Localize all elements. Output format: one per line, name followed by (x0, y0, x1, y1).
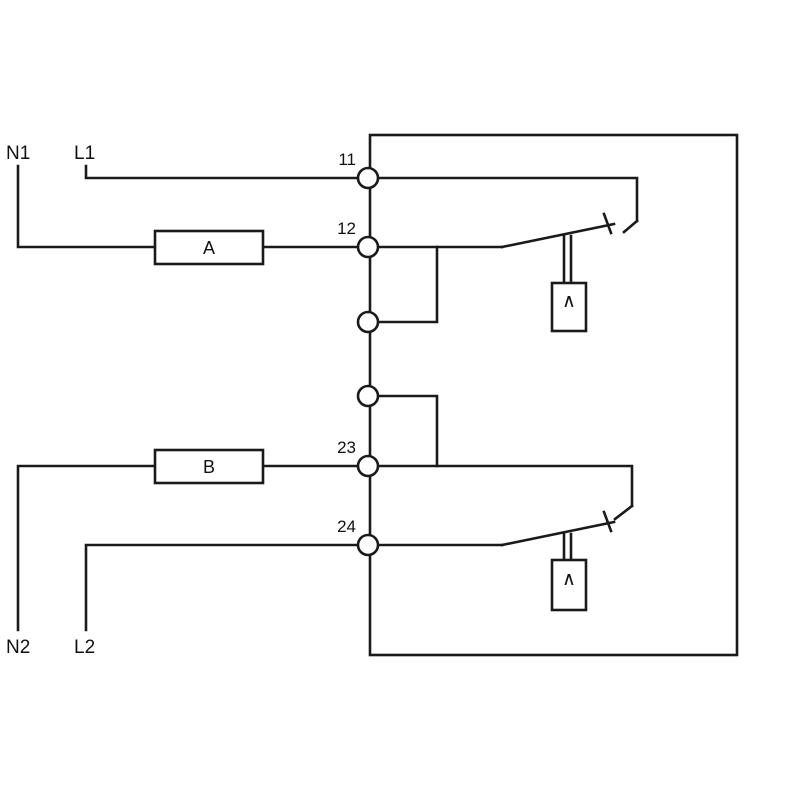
component-b-label: B (203, 457, 215, 477)
wire-l1 (84, 164, 370, 180)
contact-top-tick (602, 212, 613, 235)
jumper-lower (366, 394, 439, 468)
component-a-label: A (203, 238, 215, 258)
label-l1: L1 (74, 143, 95, 164)
label-l2: L2 (74, 637, 95, 658)
terminal-11-label: 11 (338, 150, 356, 169)
wire-n2-left (16, 464, 157, 632)
wire-terminal23-internal (366, 464, 634, 508)
wire-l2 (84, 543, 370, 632)
terminal-mid-lower-circle (356, 384, 380, 408)
contact-top-fixed-stub (622, 219, 639, 234)
label-n1: N1 (6, 143, 30, 164)
terminal-24-circle (356, 533, 380, 557)
actuator-bottom-link (562, 532, 573, 562)
terminal-12-label: 12 (337, 219, 356, 238)
wire-n1-left (16, 164, 157, 249)
terminal-23-circle (356, 454, 380, 478)
actuator-top-link (562, 234, 573, 285)
actuator-top-chevron-icon: ∧ (562, 291, 576, 312)
component-b-box (153, 448, 265, 485)
terminal-12-circle (356, 235, 380, 259)
terminal-24-label: 24 (337, 517, 356, 536)
contact-bottom-tick (602, 510, 613, 533)
terminal-mid-upper-circle (356, 310, 380, 334)
contact-bottom-blade (500, 520, 616, 547)
jumper-upper (366, 245, 439, 324)
contact-bottom-fixed-stub (613, 504, 634, 521)
actuator-bottom-box (550, 558, 588, 612)
contact-top-blade (500, 222, 616, 249)
actuator-top-box (550, 281, 588, 333)
terminal-23-label: 23 (337, 438, 356, 457)
actuator-bottom-chevron-icon: ∧ (562, 569, 576, 590)
component-a-box (153, 229, 265, 266)
terminal-11-circle (356, 166, 380, 190)
wire-terminal11-internal (366, 176, 639, 223)
label-n2: N2 (6, 637, 30, 658)
